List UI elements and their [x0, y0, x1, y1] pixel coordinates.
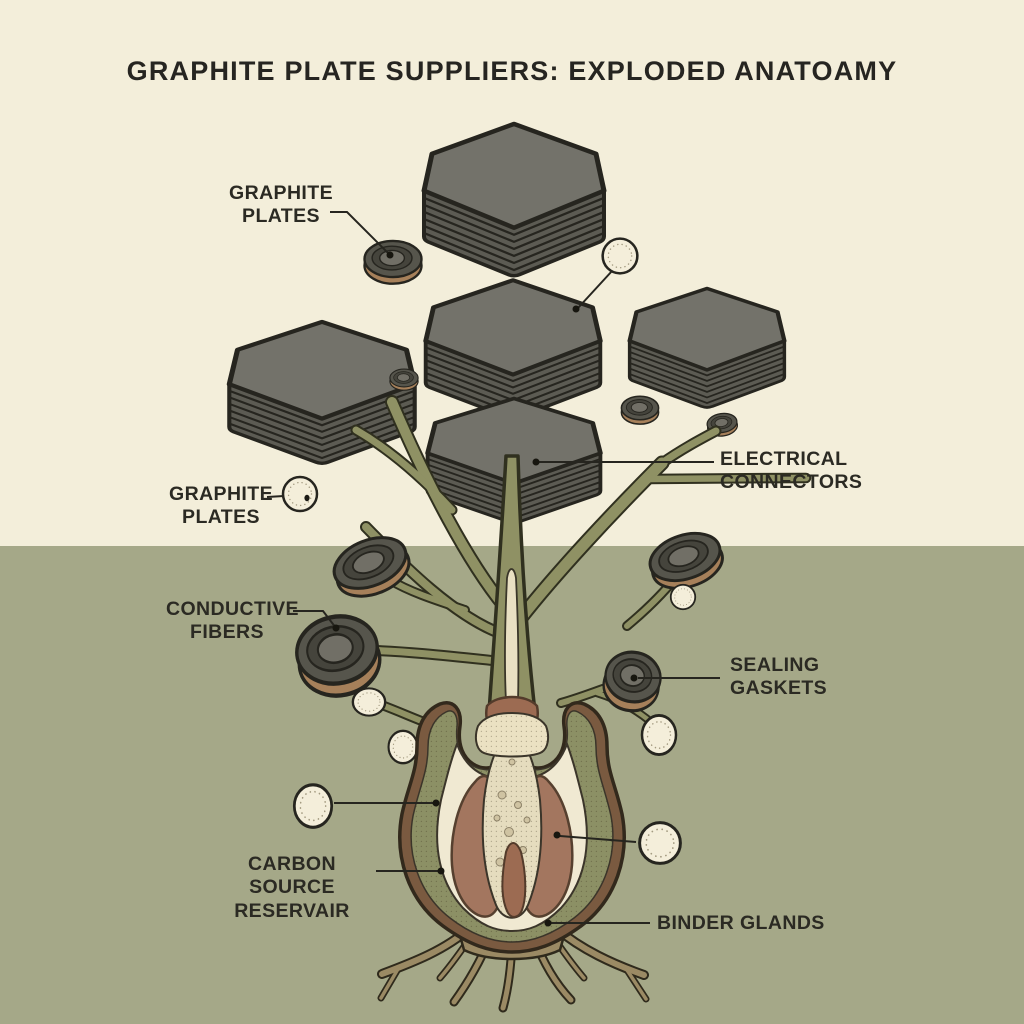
bottom-tongue	[501, 842, 527, 918]
label-line: GRAPHITE	[229, 182, 333, 204]
label-line: SEALING	[730, 654, 820, 676]
seed-pebble-icon	[281, 237, 639, 513]
label-conductive-fibers: CONDUCTIVE FIBERS	[166, 598, 299, 645]
leader-lines	[266, 211, 720, 924]
label-line: GRAPHITE	[169, 483, 273, 505]
trunk-core-strip	[504, 568, 520, 703]
label-sealing-gaskets: SEALING GASKETS	[730, 654, 850, 701]
label-graphite-plates-left: GRAPHITE PLATES	[161, 483, 281, 530]
label-line: FIBERS	[190, 621, 264, 644]
label-line: RESERVAIR	[234, 899, 350, 922]
seed-pebble-icon	[638, 821, 682, 865]
plate-stack-mid-right	[630, 288, 785, 407]
sealing-gasket-disc-icon	[597, 645, 667, 718]
bulb-cross-section	[398, 701, 626, 954]
label-line: CONNECTORS	[720, 471, 863, 494]
leader-dots	[332, 251, 638, 927]
label-line: CARBON SOURCE	[248, 853, 336, 899]
label-line: ELECTRICAL	[720, 448, 848, 470]
trunk	[474, 454, 550, 758]
label-line: PLATES	[242, 205, 320, 228]
label-line: GASKETS	[730, 677, 828, 700]
center-column-texture	[482, 733, 542, 918]
label-line: CONDUCTIVE	[166, 598, 299, 620]
label-binder-glands: BINDER GLANDS	[657, 912, 877, 935]
label-electrical-connectors: ELECTRICAL CONNECTORS	[720, 448, 890, 495]
label-graphite-plates-top: GRAPHITE PLATES	[221, 182, 341, 229]
label-line: BINDER GLANDS	[657, 912, 825, 934]
label-carbon-source-reservoir: CARBON SOURCE RESERVAIR	[210, 853, 374, 923]
label-line: PLATES	[182, 506, 260, 529]
poster-title: GRAPHITE PLATE SUPPLIERS: EXPLODED ANATO…	[126, 56, 898, 86]
plate-stack-top	[424, 124, 604, 276]
plate-stack-mid-left	[229, 322, 414, 463]
